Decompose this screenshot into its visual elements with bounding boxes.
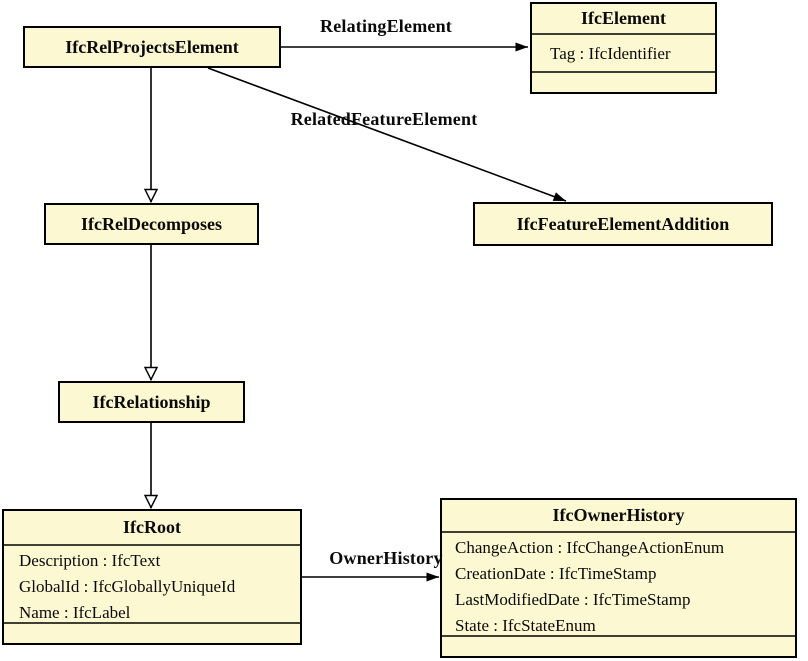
class-ifcreldecomposes: IfcRelDecomposes bbox=[44, 203, 259, 245]
attribute: ChangeAction : IfcChangeActionEnum bbox=[455, 538, 725, 557]
edge-label-owner-history: OwnerHistory bbox=[329, 548, 443, 568]
class-attributes: ChangeAction : IfcChangeActionEnum Creat… bbox=[442, 531, 795, 635]
attribute: Tag : IfcIdentifier bbox=[550, 44, 671, 63]
class-ifcelement: IfcElement Tag : IfcIdentifier bbox=[530, 2, 717, 94]
class-operations-empty bbox=[4, 622, 300, 643]
class-title: IfcRelDecomposes bbox=[81, 213, 222, 234]
attribute: LastModifiedDate : IfcTimeStamp bbox=[455, 590, 691, 609]
attribute: Description : IfcText bbox=[19, 551, 161, 570]
class-ifcfeatureelementaddition: IfcFeatureElementAddition bbox=[473, 202, 773, 246]
edge-label-relating-element: RelatingElement bbox=[320, 16, 452, 36]
attribute: Name : IfcLabel bbox=[19, 603, 131, 622]
class-title: IfcRelProjectsElement bbox=[65, 36, 239, 57]
class-title: IfcFeatureElementAddition bbox=[516, 213, 730, 234]
attribute: State : IfcStateEnum bbox=[455, 616, 596, 635]
class-ifcrelprojectselement: IfcRelProjectsElement bbox=[23, 26, 281, 68]
edge-label-related-feature-element: RelatedFeatureElement bbox=[290, 109, 478, 129]
class-title: IfcElement bbox=[581, 8, 666, 28]
class-attributes: Description : IfcText GlobalId : IfcGlob… bbox=[4, 544, 300, 622]
class-operations-empty bbox=[532, 71, 715, 92]
class-title: IfcRoot bbox=[123, 517, 181, 537]
edge-related-feature-element bbox=[207, 67, 567, 202]
attribute: GlobalId : IfcGloballyUniqueId bbox=[19, 577, 236, 596]
class-title: IfcOwnerHistory bbox=[552, 505, 685, 525]
class-operations-empty bbox=[442, 635, 795, 656]
class-ifcrelationship: IfcRelationship bbox=[58, 381, 245, 423]
class-attributes: Tag : IfcIdentifier bbox=[532, 33, 715, 71]
class-ifcownerhistory: IfcOwnerHistory ChangeAction : IfcChange… bbox=[440, 498, 797, 658]
attribute: CreationDate : IfcTimeStamp bbox=[455, 564, 657, 583]
class-title: IfcRelationship bbox=[92, 391, 211, 412]
class-ifcroot: IfcRoot Description : IfcText GlobalId :… bbox=[2, 509, 302, 645]
